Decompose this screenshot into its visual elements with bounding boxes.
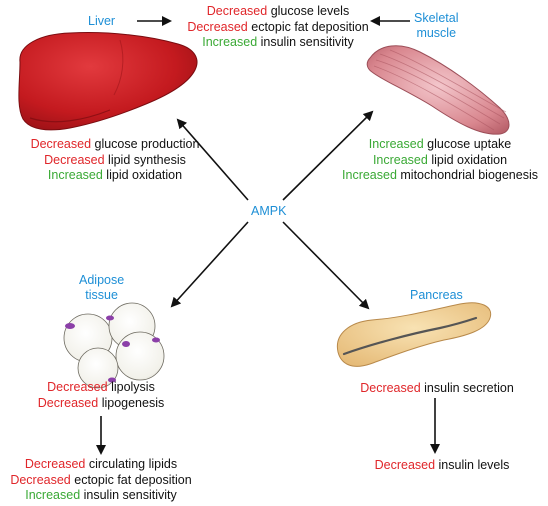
liver-effect-line: Increased lipid oxidation bbox=[47, 168, 183, 182]
adipose-effect-line: Decreased lipogenesis bbox=[37, 395, 165, 410]
skeletal-muscle-label: Skeletal muscle bbox=[414, 11, 459, 40]
muscle-effect-line: Increased glucose uptake bbox=[368, 137, 512, 151]
pancreas-effects: Decreased insulin secretion bbox=[360, 381, 514, 397]
adipose-effects: Decreased lipolysis Decreased lipogenesi… bbox=[38, 380, 164, 411]
adipose-outcomes: Decreased circulating lipids Decreased e… bbox=[10, 457, 191, 504]
muscle-effect-line: Increased lipid oxidation bbox=[372, 152, 508, 167]
adipose-cells-illustration bbox=[63, 302, 165, 389]
adipose-outcome-line: Decreased ectopic fat deposition bbox=[10, 472, 192, 487]
pancreas-effect-line: Decreased insulin secretion bbox=[360, 381, 514, 395]
adipose-effect-line: Decreased lipolysis bbox=[47, 380, 155, 394]
systemic-outcome-line: Increased insulin sensitivity bbox=[202, 35, 354, 49]
muscle-effect-line: Increased mitochondrial biogenesis bbox=[342, 168, 538, 182]
skeletal-muscle-illustration bbox=[366, 45, 510, 135]
systemic-outcomes: Decreased glucose levels Decreased ectop… bbox=[187, 4, 368, 51]
muscle-effects: Increased glucose uptake Increased lipid… bbox=[342, 137, 538, 184]
arrow-ampk-to-pancreas bbox=[282, 221, 370, 310]
liver-effect-line: Decreased glucose production bbox=[30, 137, 200, 151]
liver-effects: Decreased glucose production Decreased l… bbox=[31, 137, 200, 184]
adipose-outcome-line: Decreased circulating lipids bbox=[24, 457, 178, 471]
systemic-outcome-line: Decreased ectopic fat deposition bbox=[187, 19, 369, 34]
liver-label: Liver bbox=[88, 14, 116, 28]
systemic-outcome-line: Decreased glucose levels bbox=[206, 4, 350, 18]
ampk-label: AMPK bbox=[251, 204, 287, 218]
arrow-ampk-to-adipose bbox=[170, 221, 249, 308]
adipose-outcome-line: Increased insulin sensitivity bbox=[25, 488, 177, 502]
liver-illustration bbox=[18, 32, 198, 131]
arrow-ampk-to-muscle bbox=[282, 110, 374, 201]
arrows bbox=[96, 16, 440, 455]
pancreas-illustration bbox=[336, 302, 492, 367]
adipose-tissue-label: Adipose tissue bbox=[79, 273, 125, 302]
pancreas-outcome-line: Decreased insulin levels bbox=[374, 458, 510, 472]
pancreas-outcomes: Decreased insulin levels bbox=[375, 458, 510, 474]
arrow-ampk-to-liver bbox=[176, 118, 249, 201]
pancreas-label: Pancreas bbox=[410, 288, 463, 302]
liver-effect-line: Decreased lipid synthesis bbox=[44, 152, 186, 167]
